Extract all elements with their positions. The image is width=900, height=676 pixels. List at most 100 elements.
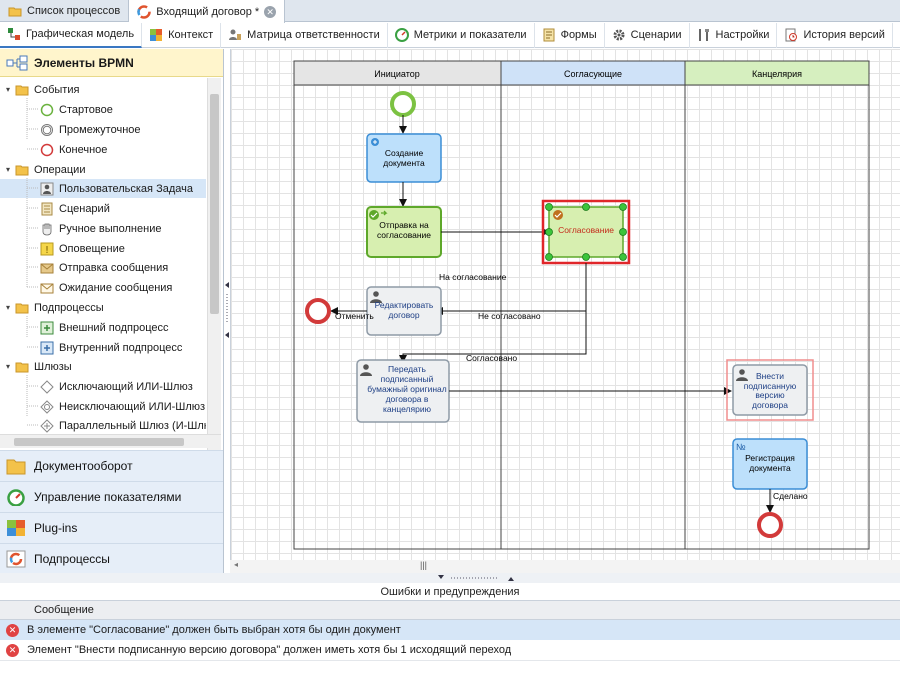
- tab-context[interactable]: Контекст: [142, 22, 222, 48]
- internal-subprocess-icon: [40, 341, 54, 355]
- tree-item-end-event[interactable]: Конечное: [40, 140, 107, 159]
- tab-label: Контекст: [168, 29, 214, 41]
- tree-item-exclusive-gateway[interactable]: Исключающий ИЛИ-Шлюз: [40, 377, 193, 396]
- tree-item-label: Ручное выполнение: [59, 222, 162, 235]
- tree-item-inclusive-gateway[interactable]: Неисключающий ИЛИ-Шлюз: [40, 397, 205, 416]
- tab-graphic-model[interactable]: Графическая модель: [0, 22, 143, 48]
- accordion-subprocesses[interactable]: Подпроцессы: [0, 543, 223, 574]
- graphic-model-icon: [7, 27, 21, 41]
- tools-icon: [697, 28, 711, 42]
- tree-group-subprocesses[interactable]: ▾ Подпроцессы: [6, 298, 104, 317]
- tab-scenarios[interactable]: Сценарии: [605, 22, 690, 48]
- tree-item-label: Параллельный Шлюз (И-Шлю: [59, 419, 206, 432]
- accordion-label: Документооборот: [34, 459, 133, 473]
- tree-item-internal-subprocess[interactable]: Внутренний подпроцесс: [40, 338, 182, 357]
- tree-item-intermediate-event[interactable]: Промежуточное: [40, 120, 141, 139]
- start-event[interactable]: [390, 91, 416, 117]
- palette-horizontal-scrollbar[interactable]: [0, 434, 221, 448]
- user-icon: [40, 182, 54, 196]
- end-event-cancel[interactable]: [305, 298, 331, 324]
- tree-group-label: Шлюзы: [34, 360, 72, 373]
- tree-item-manual-task[interactable]: Ручное выполнение: [40, 219, 161, 238]
- lane-header-office: [684, 60, 870, 86]
- accordion-kpi-management[interactable]: Управление показателями: [0, 481, 223, 512]
- tree-item-notification[interactable]: ! Оповещение: [40, 239, 125, 258]
- tree-item-parallel-gateway[interactable]: Параллельный Шлюз (И-Шлю: [40, 416, 206, 435]
- view-tab-bar: Графическая модель Контекст Матрица отве…: [0, 22, 900, 48]
- palette-vertical-scrollbar[interactable]: [207, 78, 221, 482]
- tree-group-gateways[interactable]: ▾ Шлюзы: [6, 357, 72, 376]
- gear-icon: [612, 28, 626, 42]
- tab-label: Сценарии: [630, 29, 682, 41]
- tree-item-script[interactable]: Сценарий: [40, 199, 110, 218]
- tree-item-start-event[interactable]: Стартовое: [40, 100, 113, 119]
- error-row[interactable]: ✕ В элементе "Согласование" должен быть …: [0, 620, 900, 640]
- scrollbar-thumb[interactable]: [210, 94, 219, 314]
- errors-empty-area: [0, 660, 900, 676]
- error-icon: ✕: [6, 623, 19, 637]
- tree-item-label: Конечное: [59, 143, 108, 156]
- palette-tree: ▾ События Стартовое Промежуточное Конечн…: [0, 78, 206, 482]
- tab-metrics[interactable]: Метрики и показатели: [388, 22, 535, 48]
- bpmn-elements-icon: [6, 55, 28, 71]
- tree-item-user-task[interactable]: Пользовательская Задача: [0, 179, 206, 198]
- tab-responsibility-matrix[interactable]: Матрица ответственности: [221, 22, 388, 48]
- tree-group-events[interactable]: ▾ События: [6, 80, 79, 99]
- column-label: Сообщение: [34, 604, 94, 616]
- inclusive-gateway-icon: [40, 399, 54, 414]
- canvas-horizontal-scrollbar[interactable]: ◂ |||: [230, 560, 900, 573]
- tree-item-external-subprocess[interactable]: Внешний подпроцесс: [40, 318, 169, 337]
- task-approval[interactable]: Согласование: [541, 199, 631, 265]
- gauge-icon: [394, 28, 409, 42]
- bottom-panel-splitter[interactable]: [0, 573, 900, 583]
- end-event-done[interactable]: [757, 512, 783, 538]
- tab-incoming-contract[interactable]: Входящий договор * ✕: [129, 0, 286, 23]
- document-tab-bar: Список процессов Входящий договор * ✕: [0, 0, 900, 23]
- parallel-gateway-icon: [40, 418, 54, 433]
- diagram-canvas[interactable]: Инициатор Согласующие Канцелярия Создани…: [230, 49, 900, 573]
- tree-item-receive-message[interactable]: Ожидание сообщения: [40, 278, 172, 297]
- folder-icon: [15, 83, 29, 97]
- accordion-document-flow[interactable]: Документооборот: [0, 450, 223, 481]
- accordion-label: Plug-ins: [34, 521, 78, 535]
- accordion-plugins[interactable]: Plug-ins: [0, 512, 223, 543]
- tree-group-operations[interactable]: ▾ Операции: [6, 160, 85, 179]
- tab-process-list[interactable]: Список процессов: [0, 0, 130, 22]
- intermediate-event-icon: [40, 123, 54, 137]
- error-icon: ✕: [6, 643, 19, 657]
- scroll-grip-icon[interactable]: |||: [420, 560, 428, 570]
- collapse-icon[interactable]: ▾: [6, 85, 11, 94]
- lane-title: Согласующие: [564, 69, 622, 79]
- tab-forms[interactable]: Формы: [535, 22, 605, 48]
- splitter-grip-icon[interactable]: [433, 573, 523, 583]
- error-row[interactable]: ✕ Элемент "Внести подписанную версию дог…: [0, 640, 900, 660]
- collapse-icon[interactable]: ▾: [6, 165, 11, 174]
- resize-handles[interactable]: [545, 203, 627, 261]
- scrollbar-thumb[interactable]: [14, 438, 184, 446]
- lane-title: Канцелярия: [752, 69, 802, 79]
- tree-item-label: Оповещение: [59, 242, 125, 255]
- lane-title: Инициатор: [374, 69, 420, 79]
- scroll-left-icon[interactable]: ◂: [234, 560, 239, 569]
- tree-lines: [26, 98, 39, 426]
- panel-splitter-handle[interactable]: [224, 280, 230, 360]
- tree-item-label: Внешний подпроцесс: [59, 321, 169, 334]
- errors-column-header[interactable]: Сообщение: [0, 601, 900, 620]
- tab-version-history[interactable]: История версий: [777, 22, 893, 48]
- history-icon: [784, 28, 798, 42]
- tab-label: Матрица ответственности: [247, 29, 380, 41]
- collapse-icon[interactable]: ▾: [6, 303, 11, 312]
- collapse-icon[interactable]: ▾: [6, 362, 11, 371]
- tab-settings[interactable]: Настройки: [690, 22, 778, 48]
- tree-item-send-message[interactable]: Отправка сообщения: [40, 258, 168, 277]
- tree-group-label: События: [34, 83, 80, 96]
- close-icon[interactable]: ✕: [264, 5, 277, 18]
